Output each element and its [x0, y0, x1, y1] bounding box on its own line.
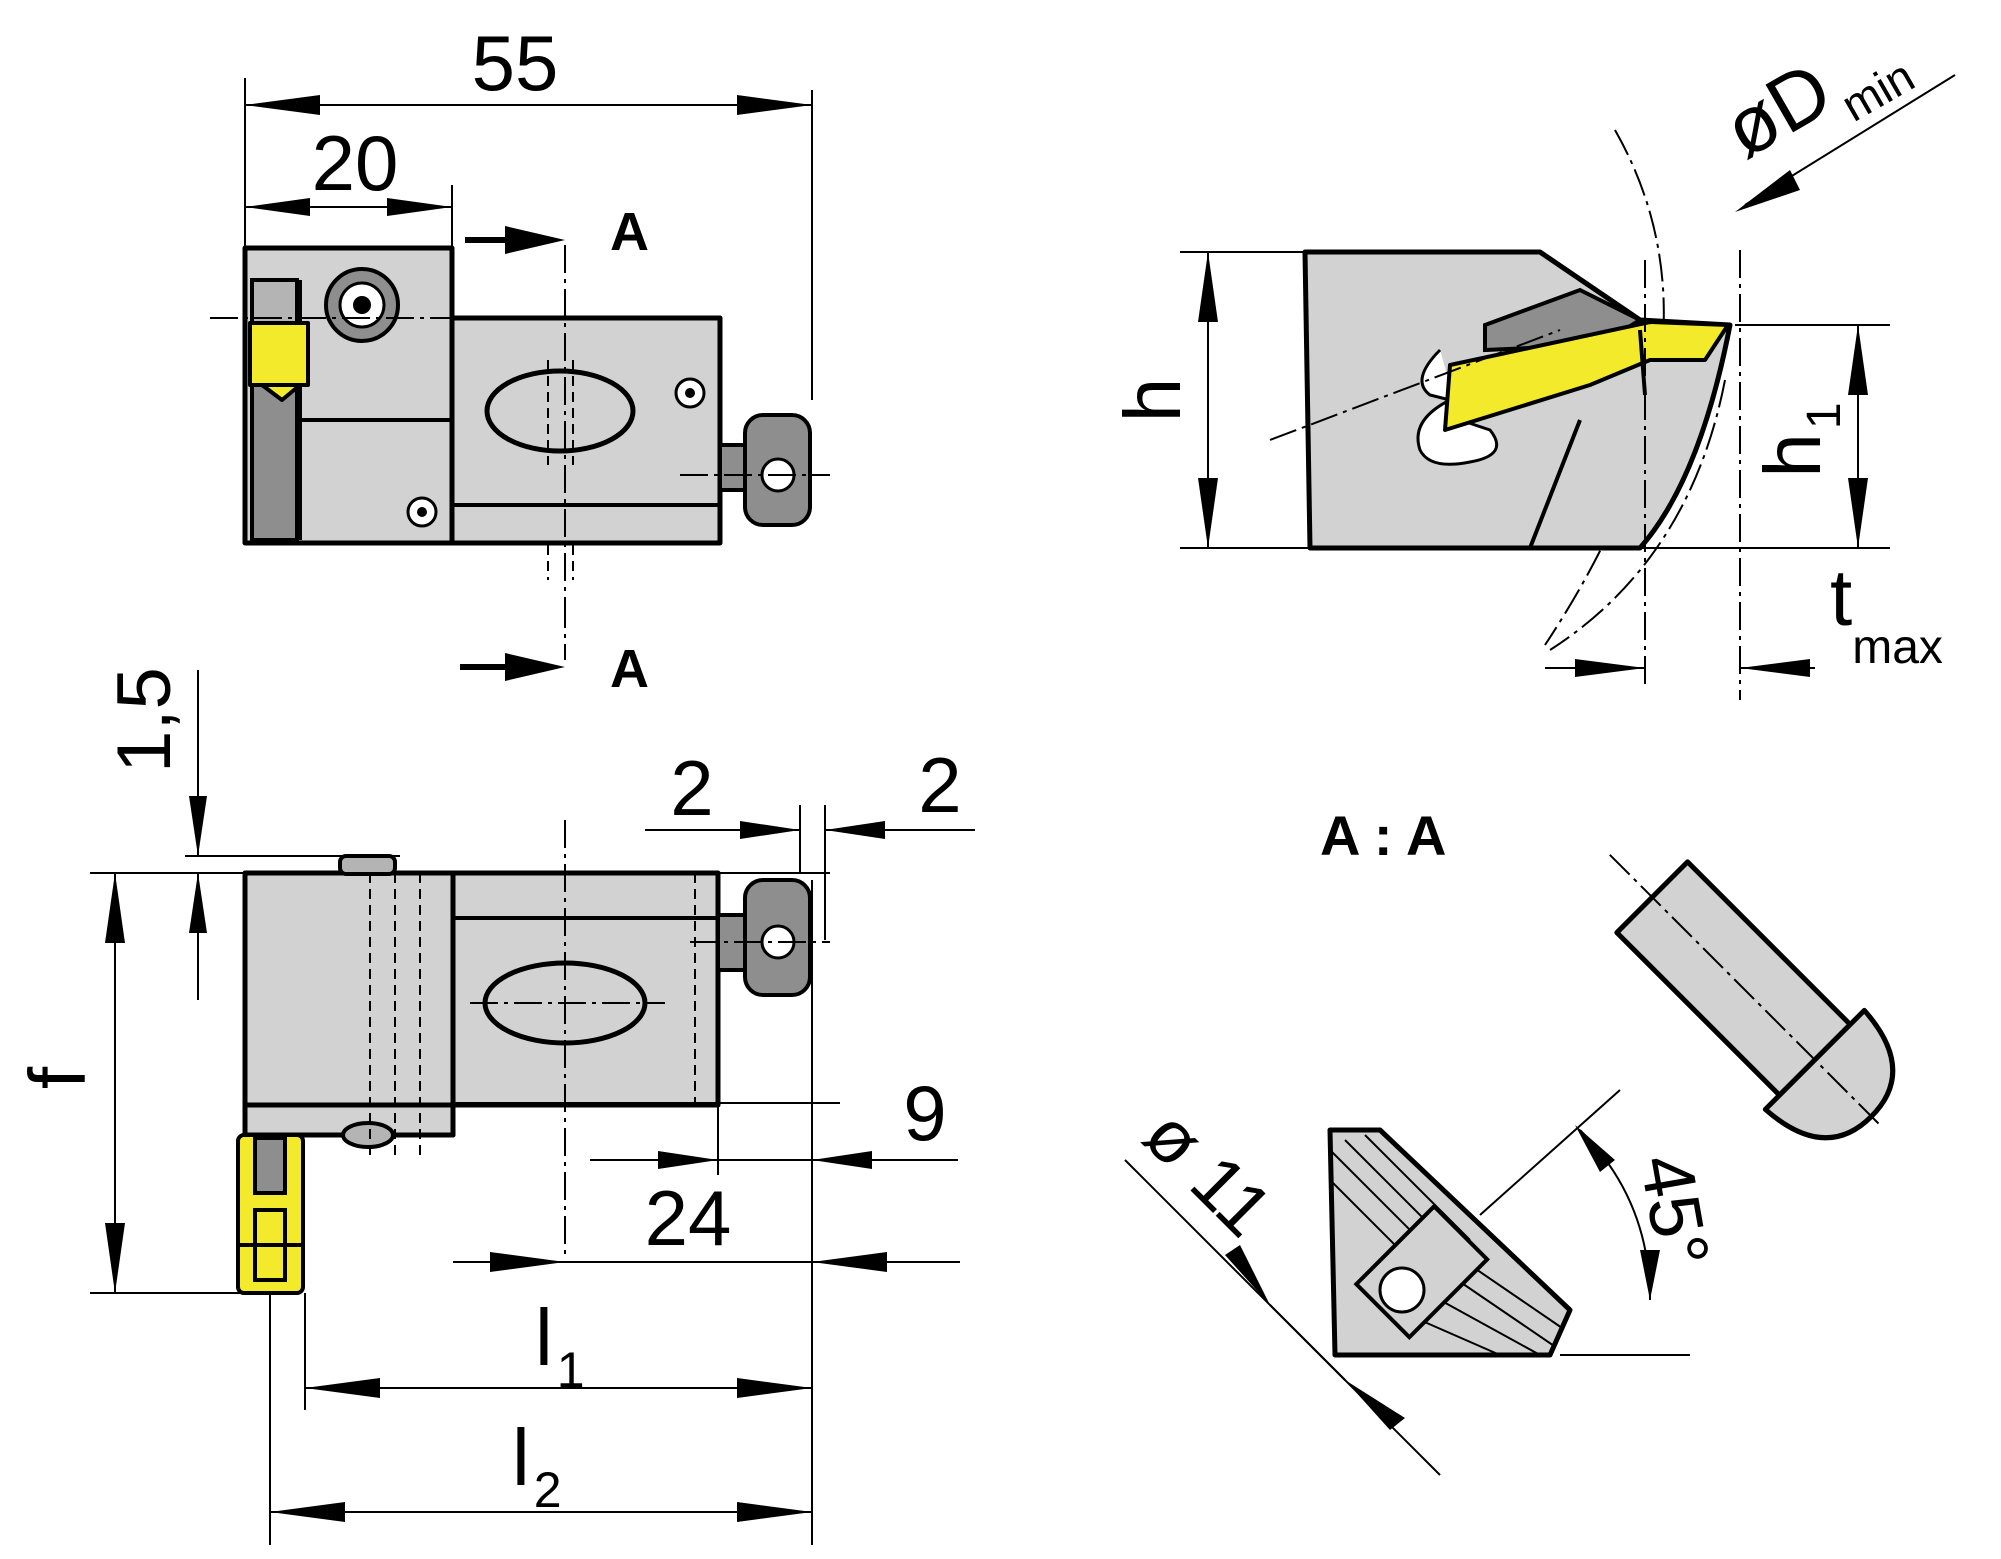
- side-view: 1,5 f: [13, 667, 975, 1545]
- section-title: A : A: [1320, 804, 1447, 867]
- dim-h-label: h: [1108, 378, 1197, 423]
- dim-2-right-label: 2: [918, 741, 961, 829]
- dim-l2-label: l2: [512, 1413, 562, 1518]
- dim-f-label: f: [13, 1066, 102, 1089]
- top-view: 55 20: [210, 19, 830, 699]
- dim-55-label: 55: [472, 19, 559, 107]
- front-view: h h1 tmax øDmin: [1108, 44, 1956, 700]
- dim-1-5-label: 1,5: [102, 667, 187, 773]
- dim-9-label: 9: [903, 1069, 946, 1157]
- section-marker-top: A: [610, 202, 649, 262]
- dim-20-label: 20: [312, 119, 399, 207]
- dim-24-label: 24: [645, 1174, 732, 1262]
- section-marker-bottom: A: [610, 639, 649, 699]
- dim-l1-label: l1: [535, 1293, 585, 1398]
- dim-45-label: 45°: [1624, 1148, 1725, 1273]
- insert-top-view: [248, 321, 310, 387]
- dim-dia-11-label: ø 11: [1129, 1093, 1289, 1253]
- section-view: A : A: [1124, 804, 1896, 1476]
- dim-2-left-label: 2: [670, 744, 713, 832]
- insert-front-view: [1443, 320, 1730, 432]
- dim-tmax-label: tmax: [1830, 553, 1943, 674]
- dim-h1-label: h1: [1748, 402, 1851, 477]
